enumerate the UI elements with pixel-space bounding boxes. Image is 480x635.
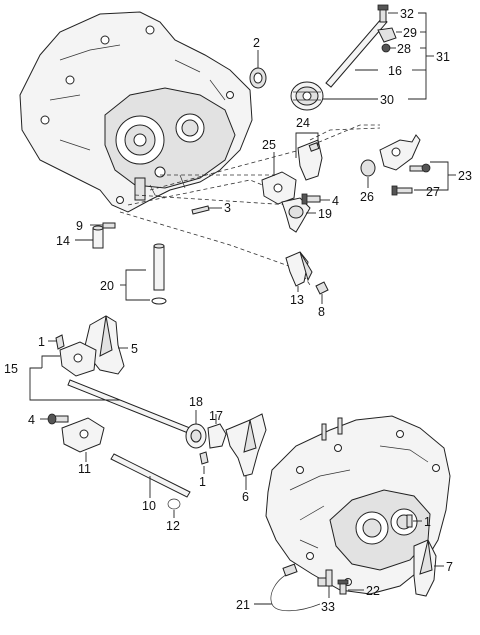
part-15-shift-rod-assembly <box>29 341 201 438</box>
part-1-pin-c <box>406 514 422 528</box>
part-32-bolt <box>377 4 398 23</box>
label-part-19: 19 <box>318 207 332 221</box>
label-part-9: 9 <box>76 219 83 233</box>
part-23-27-bolts <box>391 161 456 196</box>
label-part-13: 13 <box>290 293 304 307</box>
part-26-bracket <box>360 134 421 188</box>
part-24-lever <box>295 132 323 181</box>
callout-labels: 32 29 28 31 16 30 2 24 25 23 26 27 4 19 … <box>4 7 472 614</box>
label-part-2: 2 <box>253 36 260 50</box>
label-part-10: 10 <box>142 499 156 513</box>
part-16-shift-rod <box>325 17 388 88</box>
label-part-12: 12 <box>166 519 180 533</box>
label-part-18: 18 <box>189 395 203 409</box>
label-part-11: 11 <box>78 462 91 476</box>
label-part-3: 3 <box>224 201 231 215</box>
label-part-15: 15 <box>4 362 18 376</box>
label-part-6: 6 <box>242 490 249 504</box>
label-part-4-lower: 4 <box>28 413 35 427</box>
label-part-17: 17 <box>209 409 223 423</box>
part-19-select-lever <box>281 197 316 233</box>
part-1-pin-a <box>48 334 65 350</box>
part-25-bracket <box>261 152 297 205</box>
part-17-lever <box>207 414 227 449</box>
part-4-bolt-lower <box>40 413 69 425</box>
label-part-22: 22 <box>366 584 380 598</box>
part-14-plunger <box>75 225 104 249</box>
label-part-8: 8 <box>318 305 325 319</box>
part-2-oil-seal <box>249 50 267 89</box>
label-part-25: 25 <box>262 138 276 152</box>
part-6-shift-fork <box>225 413 267 490</box>
part-12-snap-ring <box>167 498 181 518</box>
part-20-tube-assembly <box>120 243 167 305</box>
label-part-23: 23 <box>458 169 472 183</box>
label-part-28: 28 <box>397 42 411 56</box>
part-4-bolt-upper <box>301 193 330 205</box>
label-part-24: 24 <box>296 116 310 130</box>
label-part-16: 16 <box>388 64 402 78</box>
label-part-1-c: 1 <box>424 515 431 529</box>
part-30-shift-cable-pulley <box>290 81 378 111</box>
label-part-26: 26 <box>360 190 374 204</box>
part-8-pin <box>315 281 329 304</box>
part-21-sensor-cable <box>254 563 329 612</box>
part-28-nut <box>381 43 396 53</box>
label-part-14: 14 <box>56 234 70 248</box>
label-part-1-a: 1 <box>38 335 45 349</box>
label-part-27: 27 <box>426 185 440 199</box>
label-part-1-b: 1 <box>199 475 206 489</box>
part-22-bolt <box>337 579 364 595</box>
part-29-lever <box>377 27 402 43</box>
label-part-33: 33 <box>321 600 335 614</box>
label-part-5: 5 <box>131 342 138 356</box>
part-33-plug <box>325 569 333 598</box>
label-part-7: 7 <box>446 560 453 574</box>
label-part-4-upper: 4 <box>332 194 339 208</box>
label-part-30: 30 <box>380 93 394 107</box>
label-part-20: 20 <box>100 279 114 293</box>
part-9-spring-pin <box>90 222 116 229</box>
part-10-shift-rod <box>110 453 191 498</box>
transmission-case-upper <box>19 11 253 213</box>
part-1-pin-b <box>199 451 209 474</box>
part-11-lever <box>61 417 105 462</box>
part-7-shift-fork <box>413 539 444 597</box>
label-part-29: 29 <box>403 26 417 40</box>
part-18-interlock <box>185 410 207 449</box>
part-13-fork <box>285 251 313 292</box>
label-part-21: 21 <box>236 598 250 612</box>
bracket-31-leaders <box>408 12 434 100</box>
label-part-32: 32 <box>400 7 414 21</box>
label-part-31: 31 <box>436 50 450 64</box>
part-3-pin <box>191 205 222 215</box>
